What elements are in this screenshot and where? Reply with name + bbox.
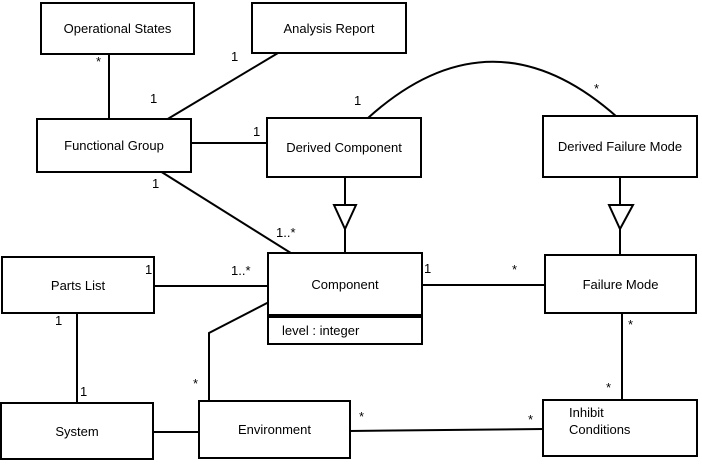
edge-functional-group-component bbox=[159, 170, 295, 256]
class-name-label: Analysis Report bbox=[283, 20, 375, 36]
class-name-label: Failure Mode bbox=[582, 276, 659, 292]
generalization-derived-failure-mode-to-failure-mode bbox=[607, 176, 635, 256]
class-name-label: Inhibit Conditions bbox=[569, 405, 631, 437]
class-name-label: Derived Component bbox=[286, 140, 402, 155]
multiplicity-label: * bbox=[628, 317, 634, 332]
class-derived-component[interactable]: Derived Component bbox=[266, 117, 422, 178]
inheritance-triangle-icon bbox=[607, 204, 635, 232]
multiplicity-label: * bbox=[193, 376, 199, 391]
multiplicity-label: 1 bbox=[152, 176, 160, 191]
edge-component-environment bbox=[208, 301, 270, 402]
multiplicity-label: * bbox=[594, 81, 600, 96]
class-analysis-report[interactable]: Analysis Report bbox=[251, 2, 407, 54]
multiplicity-label: * bbox=[512, 262, 518, 277]
edge-derived-component-derived-failure-mode-arc bbox=[367, 60, 618, 119]
class-component[interactable]: Component level : integer bbox=[267, 252, 423, 345]
edge-analysis-report-functional-group bbox=[165, 52, 279, 121]
class-name-label: Derived Failure Mode bbox=[557, 139, 683, 154]
class-parts-list[interactable]: Parts List bbox=[1, 256, 155, 314]
multiplicity-label: * bbox=[528, 412, 534, 427]
class-name-label: Parts List bbox=[50, 277, 106, 293]
class-name-label: System bbox=[55, 423, 99, 439]
class-name-label: Component bbox=[311, 276, 379, 292]
class-derived-failure-mode[interactable]: Derived Failure Mode bbox=[542, 115, 698, 178]
class-functional-group[interactable]: Functional Group bbox=[36, 118, 192, 173]
class-environment[interactable]: Environment bbox=[198, 400, 351, 459]
class-name-label: Functional Group bbox=[64, 138, 164, 153]
class-attribute-label: level : integer bbox=[269, 314, 421, 343]
generalization-derived-component-to-component bbox=[332, 176, 358, 255]
multiplicity-label: 1..* bbox=[231, 263, 251, 278]
multiplicity-label: 1 bbox=[150, 91, 158, 106]
multiplicity-label: 1 bbox=[80, 384, 88, 399]
multiplicity-label: * bbox=[96, 54, 102, 69]
class-failure-mode[interactable]: Failure Mode bbox=[544, 254, 697, 314]
multiplicity-label: 1 bbox=[55, 313, 63, 328]
multiplicity-label: 1 bbox=[424, 261, 432, 276]
class-name-label: Environment bbox=[238, 422, 311, 437]
class-name-label: Operational States bbox=[63, 21, 172, 36]
multiplicity-label: 1 bbox=[253, 124, 261, 139]
multiplicity-label: 1..* bbox=[276, 225, 296, 240]
edge-environment-inhibit-conditions bbox=[348, 428, 545, 432]
multiplicity-label: * bbox=[606, 380, 612, 395]
class-system[interactable]: System bbox=[0, 402, 154, 460]
class-inhibit-conditions[interactable]: Inhibit Conditions bbox=[542, 399, 698, 457]
class-operational-states[interactable]: Operational States bbox=[40, 2, 195, 55]
multiplicity-label: * bbox=[359, 409, 365, 424]
multiplicity-label: 1 bbox=[354, 93, 362, 108]
inheritance-triangle-icon bbox=[332, 204, 358, 232]
multiplicity-label: 1 bbox=[231, 49, 239, 64]
multiplicity-label: 1 bbox=[145, 262, 153, 277]
